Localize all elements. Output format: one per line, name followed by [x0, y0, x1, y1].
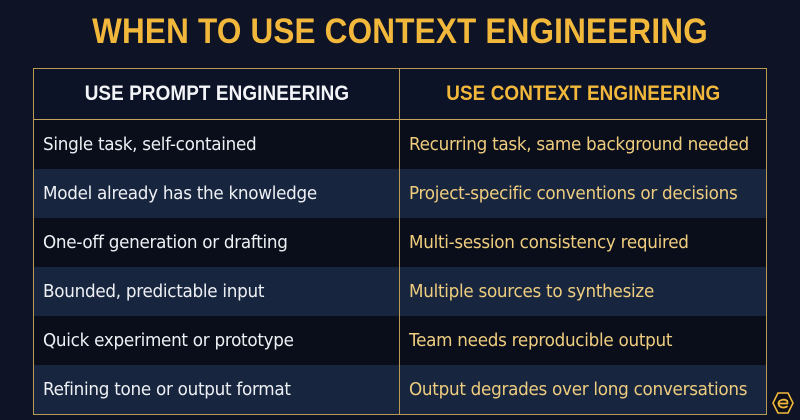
- cell-text: Quick experiment or prototype: [43, 330, 294, 351]
- cell-text: Project-specific conventions or decision…: [409, 183, 738, 204]
- cell-text: Output degrades over long conversations: [409, 379, 748, 400]
- header-cell-prompt-engineering: USE PROMPT ENGINEERING: [34, 69, 400, 119]
- context-cell: Multi-session consistency required: [400, 218, 766, 267]
- brand-logo-icon: [771, 391, 795, 415]
- context-cell: Project-specific conventions or decision…: [400, 169, 766, 218]
- context-cell: Output degrades over long conversations: [400, 365, 766, 414]
- prompt-cell: One-off generation or drafting: [34, 218, 400, 267]
- comparison-table: USE PROMPT ENGINEERING USE CONTEXT ENGIN…: [33, 68, 767, 415]
- cell-text: Multiple sources to synthesize: [409, 281, 655, 302]
- cell-text: Refining tone or output format: [43, 379, 291, 400]
- cell-text: Team needs reproducible output: [409, 330, 673, 351]
- cell-text: Recurring task, same background needed: [409, 134, 749, 155]
- cell-text: One-off generation or drafting: [43, 232, 288, 253]
- cell-text: Bounded, predictable input: [43, 281, 265, 302]
- page-title: WHEN TO USE CONTEXT ENGINEERING: [92, 12, 708, 51]
- prompt-cell: Bounded, predictable input: [34, 267, 400, 316]
- context-cell: Recurring task, same background needed: [400, 120, 766, 169]
- column-header-prompt-engineering: USE PROMPT ENGINEERING: [84, 82, 349, 105]
- cell-text: Multi-session consistency required: [409, 232, 689, 253]
- prompt-cell: Refining tone or output format: [34, 365, 400, 414]
- table-row: Single task, self-contained Recurring ta…: [34, 120, 766, 169]
- table-row: Refining tone or output format Output de…: [34, 365, 766, 414]
- table-header-row: USE PROMPT ENGINEERING USE CONTEXT ENGIN…: [34, 69, 766, 120]
- context-cell: Multiple sources to synthesize: [400, 267, 766, 316]
- table-row: Bounded, predictable input Multiple sour…: [34, 267, 766, 316]
- table-row: Quick experiment or prototype Team needs…: [34, 316, 766, 365]
- header-cell-context-engineering: USE CONTEXT ENGINEERING: [400, 69, 766, 119]
- prompt-cell: Single task, self-contained: [34, 120, 400, 169]
- table-row: Model already has the knowledge Project-…: [34, 169, 766, 218]
- prompt-cell: Quick experiment or prototype: [34, 316, 400, 365]
- context-cell: Team needs reproducible output: [400, 316, 766, 365]
- prompt-cell: Model already has the knowledge: [34, 169, 400, 218]
- table-row: One-off generation or drafting Multi-ses…: [34, 218, 766, 267]
- column-header-context-engineering: USE CONTEXT ENGINEERING: [445, 82, 721, 105]
- cell-text: Single task, self-contained: [43, 134, 257, 155]
- cell-text: Model already has the knowledge: [43, 183, 317, 204]
